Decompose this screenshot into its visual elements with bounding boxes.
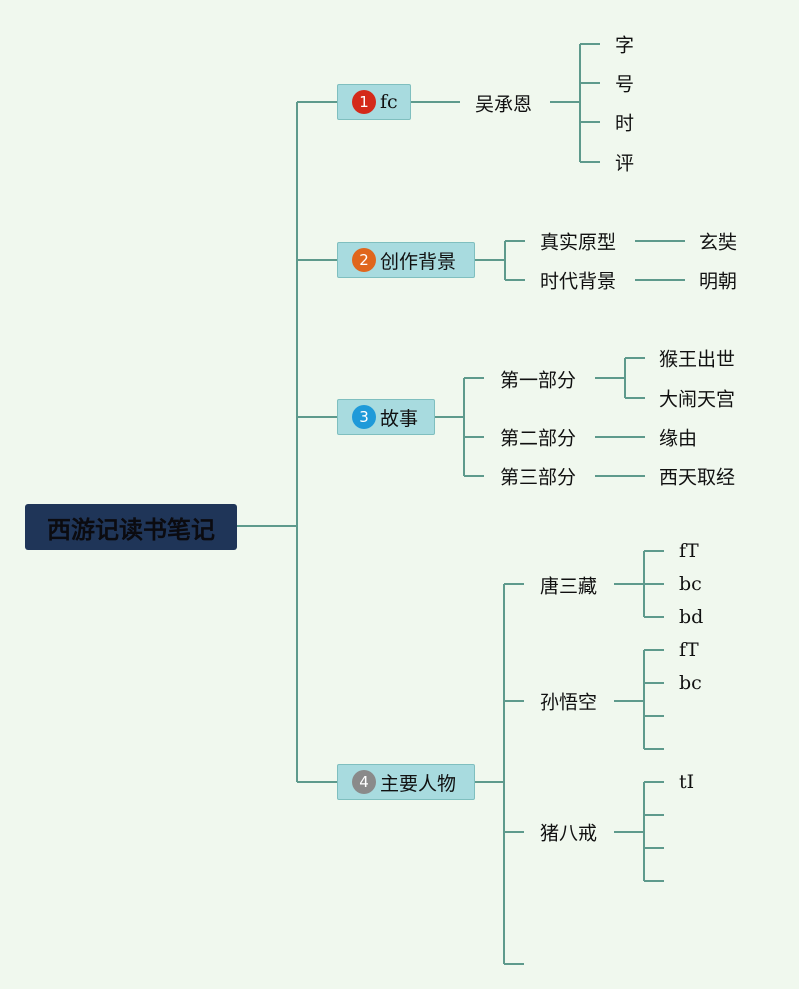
- leaf[interactable]: fT: [679, 540, 699, 562]
- subtopic[interactable]: 时代背景: [540, 270, 617, 293]
- leaf[interactable]: 时: [615, 112, 635, 135]
- topic-story[interactable]: 3 故事: [337, 399, 435, 435]
- topic-label: 主要人物: [380, 772, 457, 795]
- topic-label: fc: [380, 91, 398, 113]
- leaf[interactable]: bc: [679, 573, 702, 595]
- priority-1-icon: 1: [352, 90, 376, 114]
- priority-2-icon: 2: [352, 248, 376, 272]
- subtopic[interactable]: 第二部分: [500, 427, 577, 450]
- topic-label: 创作背景: [380, 250, 457, 273]
- subtopic[interactable]: 孙悟空: [540, 691, 598, 714]
- leaf[interactable]: 缘由: [659, 427, 698, 450]
- subtopic[interactable]: 猪八戒: [540, 822, 598, 845]
- leaf[interactable]: bd: [679, 606, 704, 628]
- root-label: 西游记读书笔记: [47, 515, 215, 544]
- subtopic[interactable]: 真实原型: [540, 231, 617, 254]
- leaf[interactable]: fT: [679, 639, 699, 661]
- leaf[interactable]: bc: [679, 672, 702, 694]
- subtopic[interactable]: 第三部分: [500, 466, 577, 489]
- priority-4-icon: 4: [352, 770, 376, 794]
- topic-label: 故事: [380, 407, 419, 430]
- topic-background[interactable]: 2 创作背景: [337, 242, 475, 278]
- topic-characters[interactable]: 4 主要人物: [337, 764, 475, 800]
- leaf[interactable]: 西天取经: [659, 466, 736, 489]
- subtopic[interactable]: 吴承恩: [475, 93, 533, 116]
- leaf[interactable]: 评: [615, 152, 635, 175]
- leaf[interactable]: 大闹天宫: [659, 388, 736, 411]
- subtopic[interactable]: 唐三藏: [540, 575, 598, 598]
- root-node[interactable]: 西游记读书笔记: [25, 504, 237, 550]
- leaf[interactable]: 明朝: [699, 270, 738, 293]
- leaf[interactable]: tI: [679, 771, 695, 793]
- topic-author[interactable]: 1 fc: [337, 84, 411, 120]
- subtopic[interactable]: 第一部分: [500, 369, 577, 392]
- priority-3-icon: 3: [352, 405, 376, 429]
- leaf[interactable]: 猴王出世: [659, 348, 736, 371]
- leaf[interactable]: 字: [615, 34, 635, 57]
- leaf[interactable]: 玄奘: [699, 231, 738, 254]
- leaf[interactable]: 号: [615, 73, 635, 96]
